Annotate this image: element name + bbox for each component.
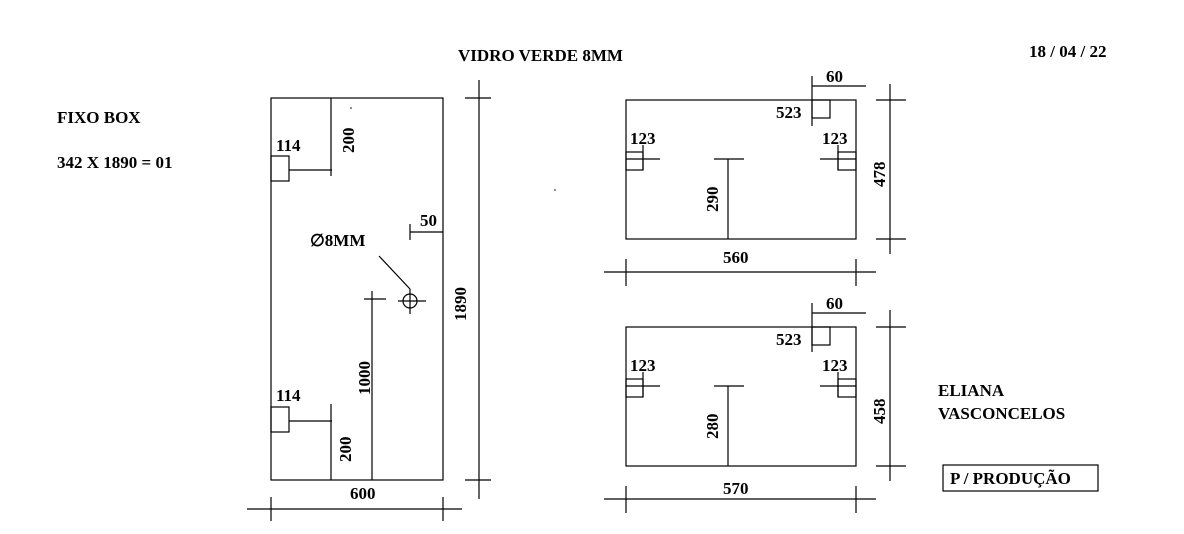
hole-label: ∅8MM [310, 231, 365, 250]
stray-mark [350, 107, 352, 109]
panel-main-notch-bottom [270, 406, 290, 433]
client-name-line1: ELIANA [938, 381, 1005, 400]
dim-notch-top-main: 114 [276, 136, 301, 155]
piece-label: FIXO BOX [57, 108, 141, 127]
dim-top-width: 560 [723, 248, 749, 267]
dim-bottom-width: 570 [723, 479, 749, 498]
dim-top-notch-width: 60 [826, 67, 843, 86]
panel-bottom-notch-top [811, 326, 831, 346]
dim-bottom-height: 458 [870, 399, 889, 425]
dim-main-width: 600 [350, 484, 376, 503]
panel-main-outline [270, 97, 444, 481]
panel-top-outline [625, 99, 857, 240]
dim-hole-edge: 50 [420, 211, 437, 230]
drawing-date: 18 / 04 / 22 [1029, 42, 1106, 61]
status-box [942, 464, 1099, 492]
dim-top-notch-left: 123 [630, 129, 656, 148]
dim-hole-height: 1000 [355, 361, 374, 395]
dim-bottom-inner-height: 280 [703, 414, 722, 440]
panel-bottom-notch-right [837, 378, 857, 398]
dim-notch-bottom-offset: 200 [336, 437, 355, 463]
dim-bottom-notch-right: 123 [822, 356, 848, 375]
panel-bottom-notch-left [625, 378, 644, 398]
dim-notch-bottom-main: 114 [276, 386, 301, 405]
panel-bottom: 60 523 123 123 280 570 458 [604, 294, 906, 513]
dim-top-notch-right: 123 [822, 129, 848, 148]
panel-bottom-outline [625, 326, 857, 467]
dim-main-height: 1890 [451, 287, 470, 321]
dim-bottom-notch: 523 [776, 330, 802, 349]
drawing-title: VIDRO VERDE 8MM [458, 46, 623, 65]
dim-top-inner-height: 290 [703, 187, 722, 213]
status-label: P / PRODUÇÃO [950, 469, 1071, 488]
panel-main-notch-top [270, 155, 290, 182]
piece-spec: 342 X 1890 = 01 [57, 153, 172, 172]
crosshair-circle-icon [398, 289, 426, 314]
panel-top-notch-right [837, 151, 857, 171]
panel-top-notch-left [625, 151, 644, 171]
dim-bottom-notch-width: 60 [826, 294, 843, 313]
panel-main: 114 200 114 200 ∅8MM 50 1000 600 [247, 80, 491, 521]
dim-notch-top-offset: 200 [339, 128, 358, 154]
stray-mark [554, 189, 556, 191]
hole-leader [378, 255, 411, 290]
panel-top-notch-top [811, 99, 831, 119]
client-name-line2: VASCONCELOS [938, 404, 1065, 423]
dim-top-notch: 523 [776, 103, 802, 122]
dim-bottom-notch-left: 123 [630, 356, 656, 375]
panel-top: 60 523 123 123 290 560 478 [604, 67, 906, 286]
dim-top-height: 478 [870, 162, 889, 188]
